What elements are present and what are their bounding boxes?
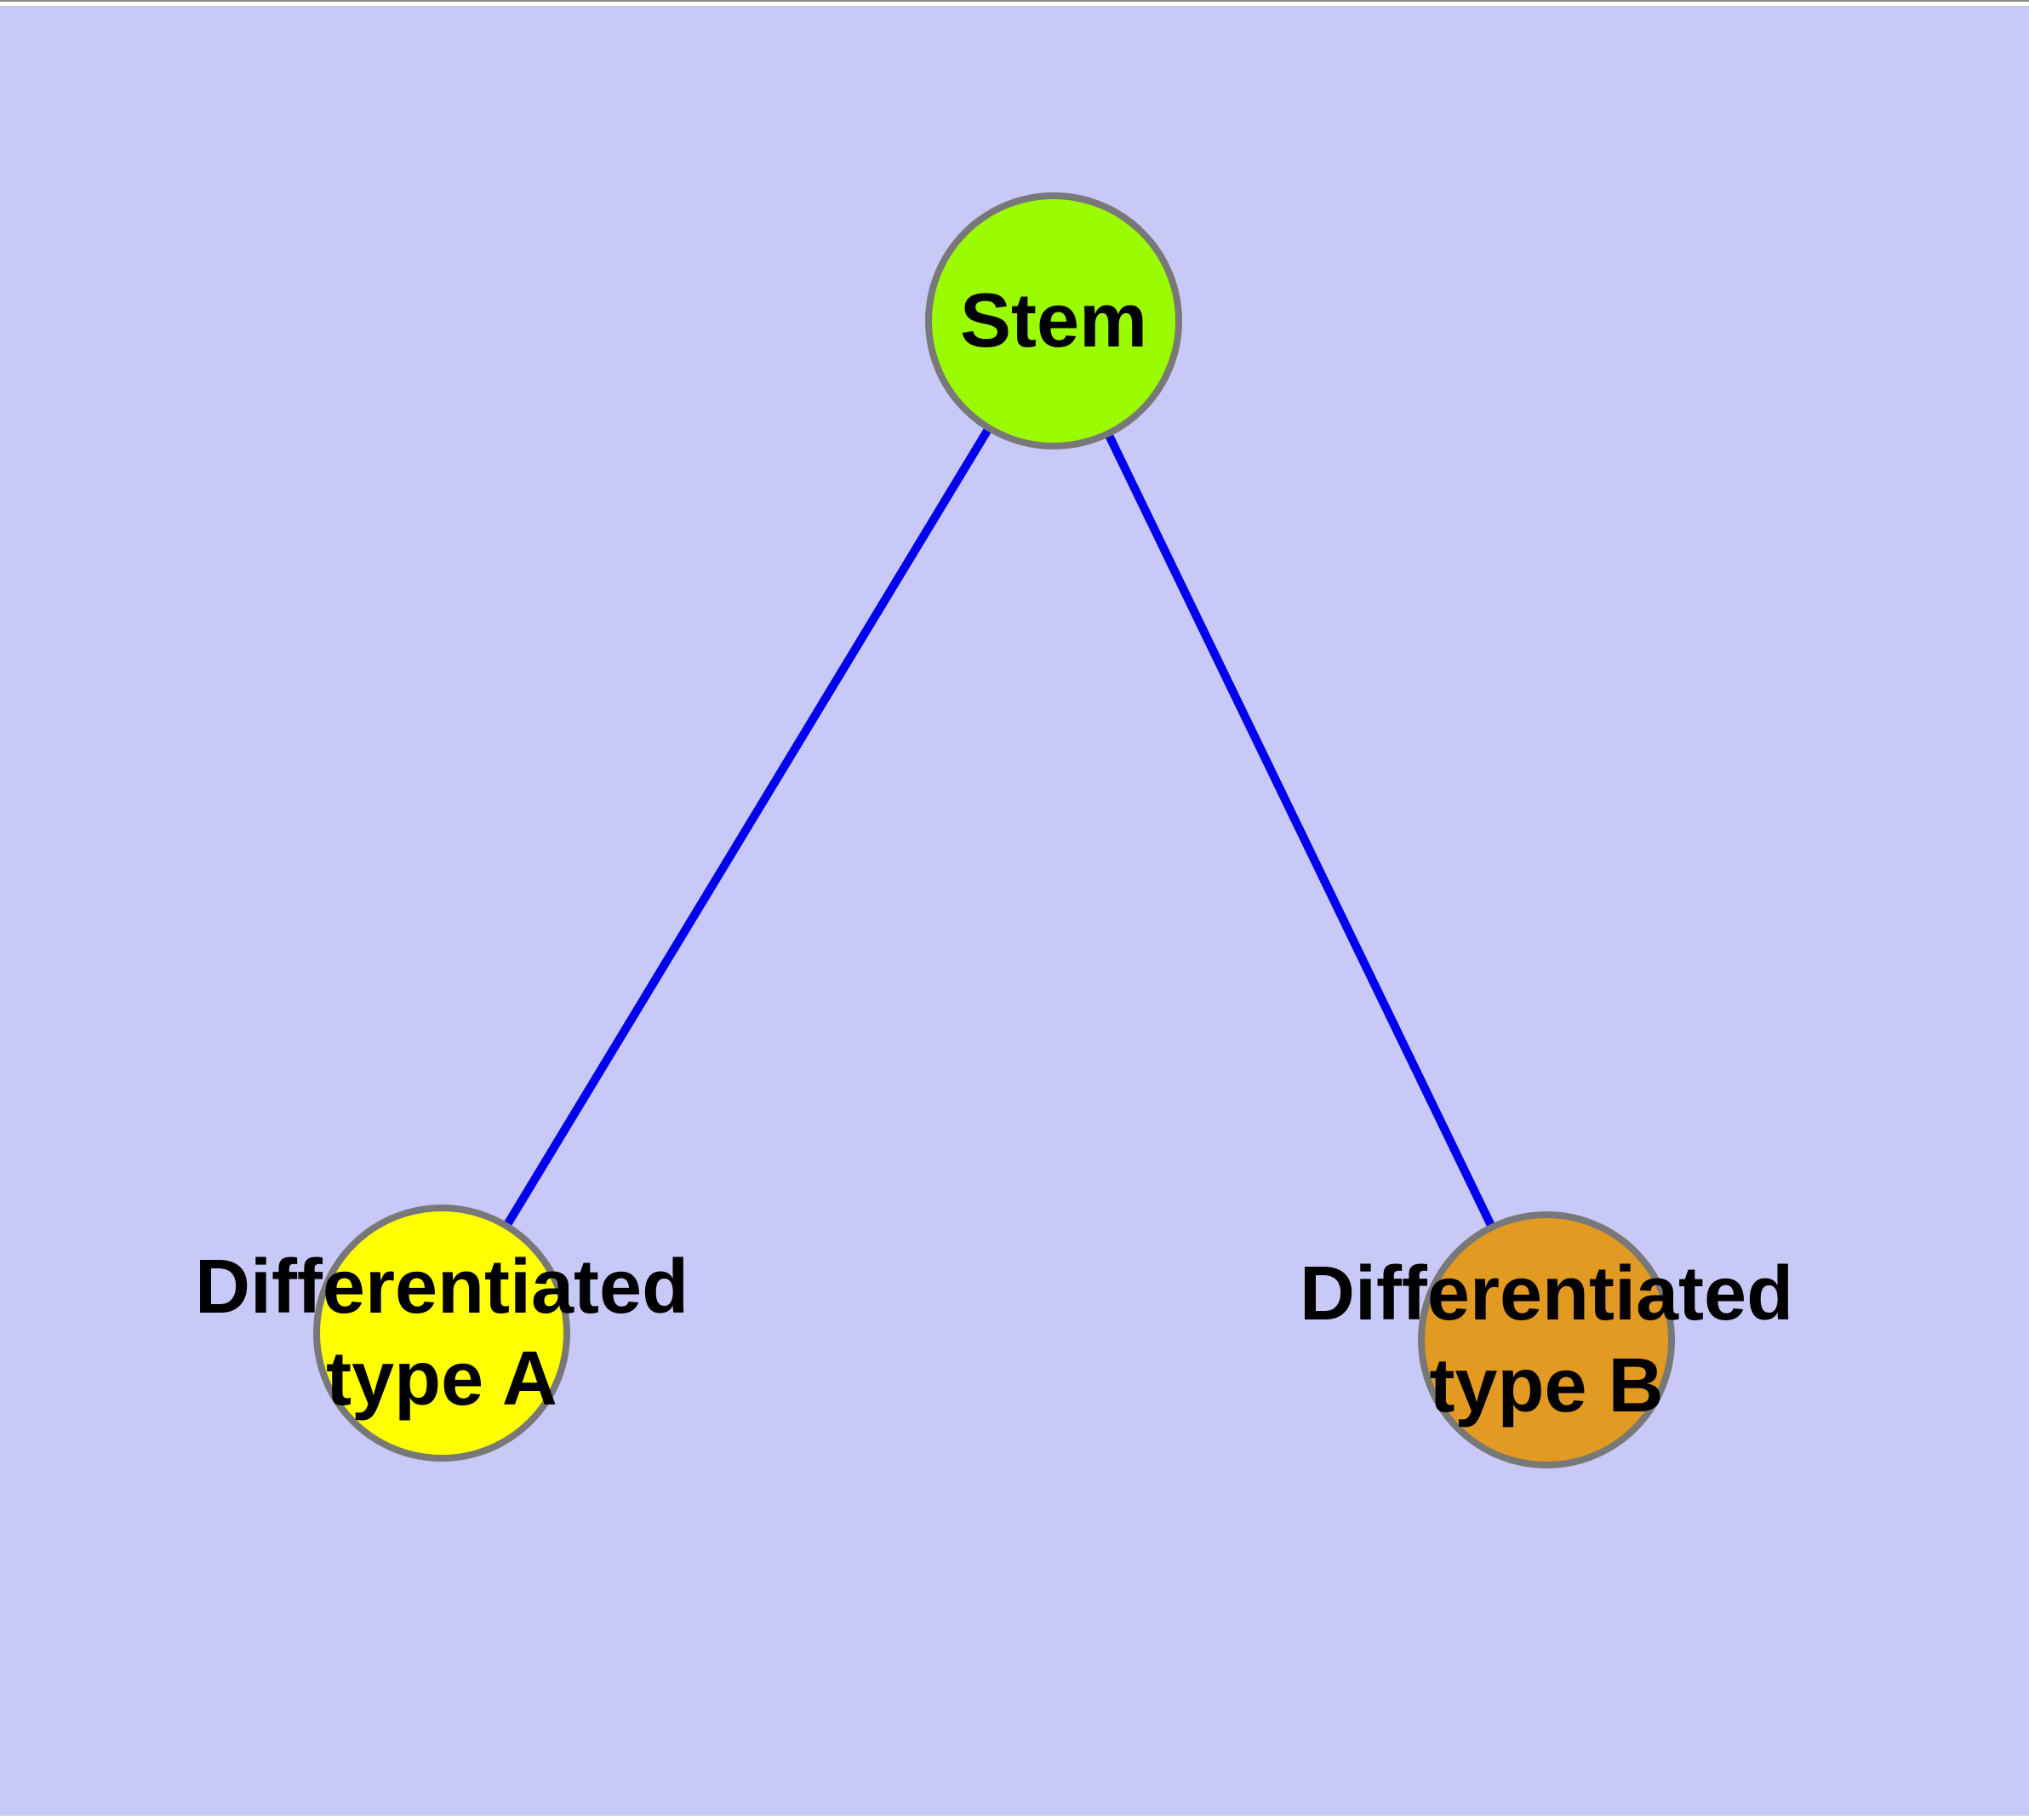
type-a-node-circle[interactable] xyxy=(313,1205,570,1462)
edge-stem-to-type-a xyxy=(437,318,1058,1336)
stem-node-circle[interactable] xyxy=(925,192,1182,449)
type-b-node-circle[interactable] xyxy=(1418,1211,1675,1468)
graph-svg xyxy=(0,6,2029,1816)
edge-stem-to-type-b xyxy=(1049,318,1551,1342)
graph-canvas: Stem Differentiated type A Differentiate… xyxy=(0,6,2029,1816)
